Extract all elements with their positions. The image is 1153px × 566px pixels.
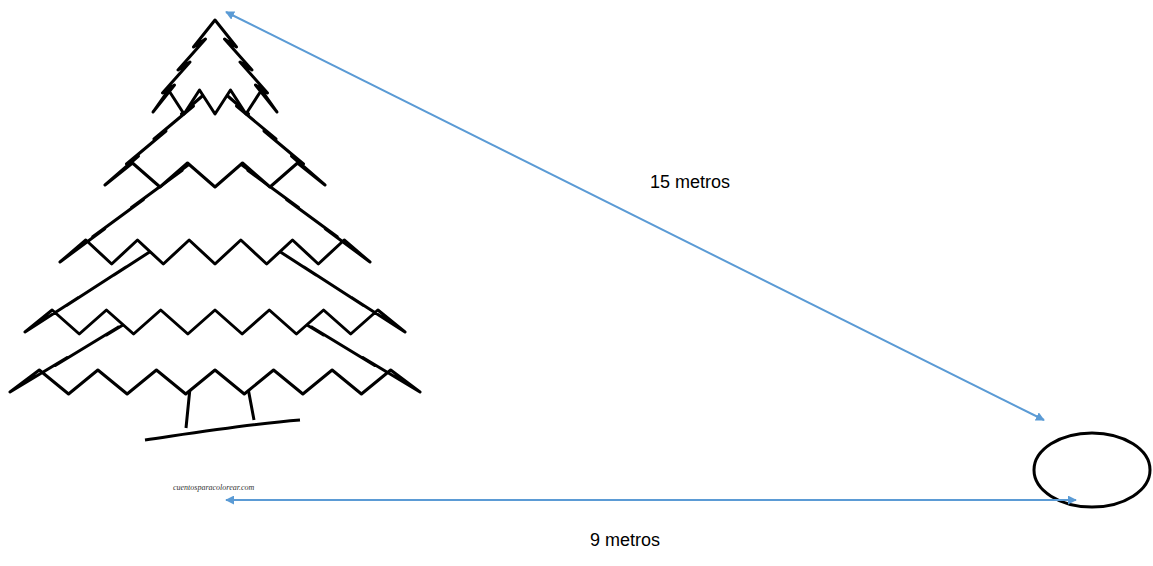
base-arrow [226,499,1076,501]
tree-drawing [10,20,420,440]
hypotenuse-arrow [226,12,1044,420]
dimension-label: 15 metros [650,172,730,194]
dimension-label: 9 metros [590,530,660,552]
stone [1034,433,1150,507]
tree-tier [153,20,277,114]
tree-trunk [145,388,300,440]
watermark: cuentosparacolorear.com [173,484,254,493]
